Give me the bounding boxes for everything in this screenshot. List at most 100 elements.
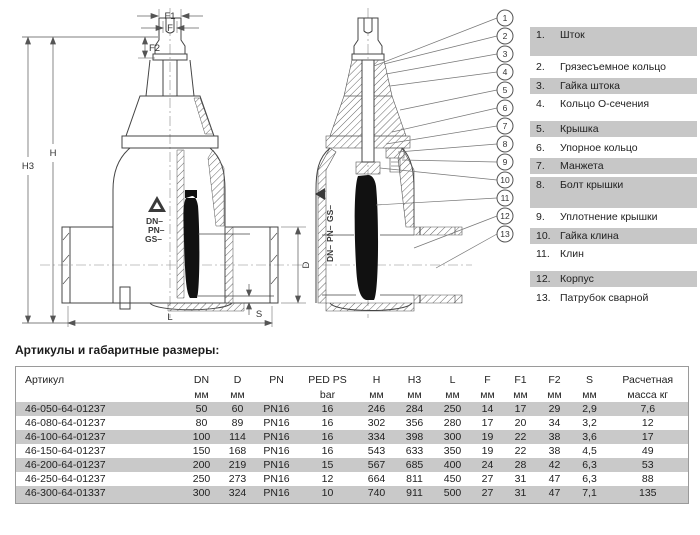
cell: 219 [219, 458, 256, 472]
parts-list: 1.Шток 2.Грязесъемное кольцо 3.Гайка што… [530, 27, 697, 308]
part-label: Корпус [560, 273, 594, 285]
cell: 88 [641, 473, 654, 485]
cell: PN16 [255, 458, 298, 472]
cell: 300 [433, 430, 472, 444]
cell: 7,6 [607, 402, 689, 416]
section-body-bottom [329, 302, 413, 311]
callout-number: 9 [503, 157, 508, 167]
col-unit [256, 387, 298, 402]
cell: 246 [357, 402, 396, 416]
col-header: DN [193, 373, 210, 386]
col-unit: мм [230, 388, 245, 401]
wedge-section [354, 175, 379, 300]
section-hatching [167, 97, 245, 312]
cell: 19 [471, 430, 504, 444]
col-unit: мм [194, 388, 209, 401]
dim-f2-label: F2 [149, 43, 160, 54]
body-marking-rotated: DN– PN– GS– [315, 188, 335, 262]
col-header: PN [269, 373, 284, 386]
dim-h3-label: H3 [22, 161, 34, 172]
callout-number: 13 [500, 229, 510, 239]
callout-number: 4 [503, 67, 508, 77]
callout-number: 3 [503, 49, 508, 59]
col-unit: мм [547, 388, 562, 401]
marking-dn: DN– [325, 245, 335, 262]
callout-number: 2 [503, 31, 508, 41]
dim-h-label: H [50, 148, 57, 159]
col-unit: bar [319, 388, 336, 401]
cell-article: 46-200-64-01237 [15, 458, 184, 472]
adl-logo-inner [153, 202, 161, 209]
part-number: 10. [536, 229, 551, 242]
part-number: 4. [536, 98, 545, 110]
marking-pn: PN– [148, 225, 165, 235]
units-row: мм мм bar мм мм мм мм мм мм мм масса кг [16, 387, 689, 402]
cell: 19 [481, 445, 494, 457]
marking-gs: GS– [325, 205, 335, 222]
cell: 6,3 [571, 458, 608, 472]
cell: 280 [443, 417, 462, 429]
cell: 334 [357, 430, 396, 444]
part-label: Гайка клина [560, 229, 619, 242]
col-header: Расчетная [622, 373, 674, 386]
parts-list-item: 10. Гайка клина [530, 227, 697, 244]
bonnet-flange [121, 135, 219, 149]
callout-leader-lines [373, 17, 498, 269]
col-header: L [449, 373, 456, 386]
cell: PN16 [263, 473, 290, 485]
table-header: Артикул DN D PN PED PS H H3 L F F1 F2 S … [16, 367, 689, 403]
cell-article: 46-100-64-01237 [15, 430, 184, 444]
callout-number: 1 [503, 13, 508, 23]
cell: 284 [395, 402, 434, 416]
cell: 324 [219, 486, 256, 504]
cell-article: 46-300-64-01337 [15, 486, 184, 504]
dim-f1-label: F1 [164, 11, 175, 22]
col-header: D [233, 373, 242, 386]
cell: 89 [231, 417, 244, 429]
cell: 350 [443, 445, 462, 457]
dimensions-table: Артикул DN D PN PED PS H H3 L F F1 F2 S … [15, 366, 689, 504]
stem-rod [361, 59, 375, 163]
part-number: 9. [536, 211, 545, 223]
cell: 100 [183, 430, 220, 444]
cell: 3,2 [582, 417, 597, 429]
cell: PN16 [255, 430, 298, 444]
cell: 12 [641, 417, 654, 429]
callout-number: 12 [500, 211, 510, 221]
cell: 24 [471, 458, 504, 472]
cell: PN16 [255, 402, 298, 416]
part-label: Кольцо О-сечения [560, 98, 650, 110]
cell: 12 [321, 473, 334, 485]
body-left-side [112, 147, 131, 227]
col-unit: мм [407, 388, 422, 401]
cell: 16 [321, 417, 334, 429]
valve-dimension-view: DN– PN– GS– [40, 8, 310, 318]
parts-list-item: 11.Клин [530, 246, 697, 262]
cell: 47 [537, 486, 572, 504]
section-body-left [315, 147, 331, 303]
drain-boss [119, 286, 131, 310]
cell: 356 [405, 417, 424, 429]
col-header: F1 [514, 373, 527, 386]
part-number: 5. [536, 123, 545, 135]
part-label: Болт крышки [560, 178, 624, 191]
cell: 6,3 [582, 473, 597, 485]
col-header: H3 [407, 373, 422, 386]
col-unit: мм [582, 388, 597, 401]
cell: 740 [357, 486, 396, 504]
cell: 4,5 [582, 445, 597, 457]
cell: 685 [395, 458, 434, 472]
cell: 7,1 [571, 486, 608, 504]
cell: 47 [548, 473, 561, 485]
dim-s-label: S [256, 309, 262, 320]
part-number: 13. [536, 291, 551, 304]
col-unit: мм [480, 388, 495, 401]
cell: 10 [297, 486, 358, 504]
cell: 302 [367, 417, 386, 429]
